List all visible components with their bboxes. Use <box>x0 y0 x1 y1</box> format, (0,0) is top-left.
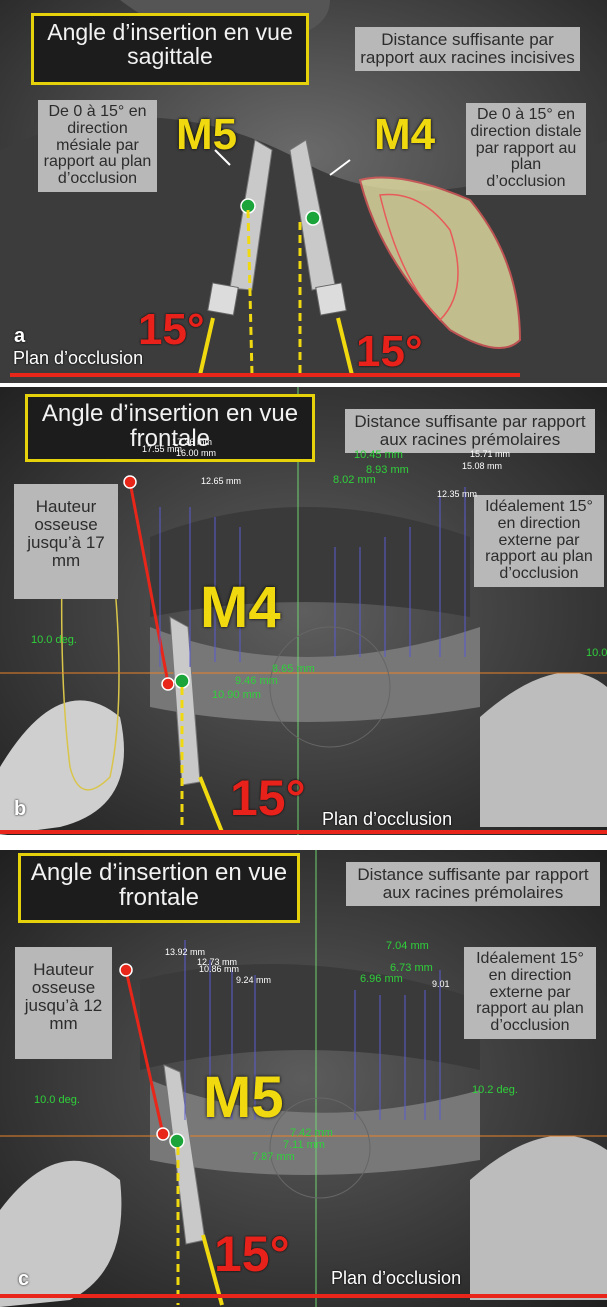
measure-green: 7.04 mm <box>386 941 429 952</box>
panel-letter-a: a <box>14 325 25 348</box>
panel-letter-b: b <box>14 798 26 821</box>
measure-white: 13.92 mm <box>165 948 205 957</box>
measure-green: 10.0 deg. <box>34 1095 80 1106</box>
occlusion-label-c: Plan d’occlusion <box>331 1268 461 1289</box>
measure-green: 10.0 deg. <box>31 635 77 646</box>
panel-b-left-note: Hauteur osseuse jusqu’à 17 mm <box>14 484 118 599</box>
angle-c: 15° <box>214 1225 290 1283</box>
measure-green: 7.42 mm <box>290 1128 333 1139</box>
implant-label-m4: M4 <box>374 110 435 160</box>
panel-b-right-note: Idéalement 15° en direction externe par … <box>474 495 604 587</box>
angle-right: 15° <box>356 327 423 377</box>
measure-green: 10.0 <box>586 648 607 659</box>
implant-label-m4-b: M4 <box>200 574 281 641</box>
measure-green: 10.45 mm <box>354 450 403 461</box>
measure-white: 12.35 mm <box>437 490 477 499</box>
implant-label-m5: M5 <box>176 110 237 160</box>
panel-letter-c: c <box>18 1268 29 1291</box>
occlusion-line-a <box>10 373 520 377</box>
measure-white: 9.24 mm <box>236 976 271 985</box>
measure-green: 8.65 mm <box>272 664 315 675</box>
occlusion-label-b: Plan d’occlusion <box>322 809 452 830</box>
panel-a-left-note: De 0 à 15° en direction mésiale par rapp… <box>38 100 157 192</box>
measure-green: 10.90 mm <box>212 690 261 701</box>
measure-green: 7.11 mm <box>283 1140 325 1151</box>
measure-white: 9.01 <box>432 980 450 989</box>
occlusion-line-c <box>0 1294 607 1298</box>
panel-c-title: Angle d’insertion en vue frontale <box>18 853 300 923</box>
panel-c-right-note: Idéalement 15° en direction externe par … <box>464 947 596 1039</box>
implant-label-m5-c: M5 <box>203 1064 284 1131</box>
angle-b: 15° <box>230 769 306 827</box>
measure-green: 9.46 mm <box>235 676 278 687</box>
panel-c-top-right-note: Distance suffisante par rapport aux raci… <box>346 862 600 906</box>
measure-green: 7.87 mm <box>252 1152 295 1163</box>
angle-left: 15° <box>138 305 205 355</box>
panel-b-top-right-note: Distance suffisante par rapport aux raci… <box>345 409 595 453</box>
measure-green: 10.2 deg. <box>472 1085 518 1096</box>
panel-a-top-right-note: Distance suffisante par rapport aux raci… <box>355 27 580 71</box>
measure-green: 6.96 mm <box>360 974 403 985</box>
measure-white: 15.71 mm <box>470 450 510 459</box>
panel-b: Angle d’insertion en vue frontale Distan… <box>0 387 607 835</box>
measure-white: 12.65 mm <box>201 477 241 486</box>
measure-green: 8.02 mm <box>333 475 376 486</box>
panel-a-title: Angle d’insertion en vue sagittale <box>31 13 309 85</box>
measure-white: 15.08 mm <box>462 462 502 471</box>
occlusion-label-a: Plan d’occlusion <box>13 348 143 369</box>
occlusion-line-b <box>0 830 607 834</box>
panel-a: Angle d’insertion en vue sagittale Dista… <box>0 0 607 383</box>
measure-white: 10.86 mm <box>199 965 239 974</box>
measure-white: 16.00 mm <box>176 449 216 458</box>
panel-c: Angle d’insertion en vue frontale Distan… <box>0 850 607 1307</box>
panel-c-left-note: Hauteur osseuse jusqu’à 12 mm <box>15 947 112 1059</box>
panel-a-right-note: De 0 à 15° en direction distale par rapp… <box>466 103 586 195</box>
